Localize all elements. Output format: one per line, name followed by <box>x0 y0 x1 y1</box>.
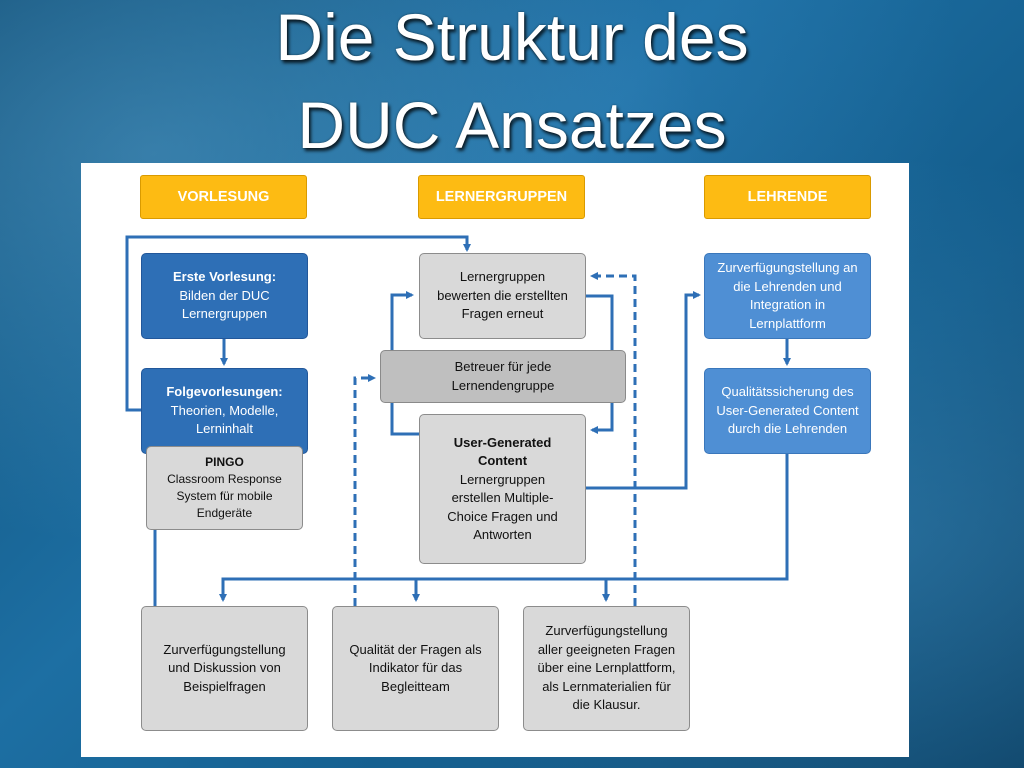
page-title-line-1: Die Struktur des <box>275 0 749 74</box>
box-ugc-text: Lernergruppen erstellen Multiple-Choice … <box>447 471 558 543</box>
box-erste-vorlesung: Erste Vorlesung: Bilden der DUC Lernergr… <box>141 253 308 339</box>
header-vorlesung: VORLESUNG <box>140 175 307 219</box>
dashed-arrow-lernplattform-to-bewerten <box>590 272 637 606</box>
box-lernergruppen-bewerten: Lernergruppen bewerten die erstellten Fr… <box>419 253 586 339</box>
box-qualitaetssicherung-text: Qualitätssicherung des User-Generated Co… <box>716 384 859 437</box>
box-erste-vorlesung-title: Erste Vorlesung: <box>172 269 277 285</box>
box-qualitaetssicherung: Qualitätssicherung des User-Generated Co… <box>704 368 871 454</box>
box-folgevorlesungen-text: Theorien, Modelle, Lerninhalt <box>170 402 279 437</box>
arrow-qs-distributor <box>219 452 789 602</box>
box-zurverfuegung-lehrende: Zurverfügungstellung an die Lehrenden un… <box>704 253 871 339</box>
box-pingo: PINGO Classroom Response System für mobi… <box>146 446 303 530</box>
box-qualitaet-fragen: Qualität der Fragen als Indikator für da… <box>332 606 499 731</box>
page-title-line-2: DUC Ansatzes <box>297 88 727 162</box>
header-lernergruppen: LERNERGRUPPEN <box>418 175 585 219</box>
box-lernplattform: Zurverfügungstellung aller geeigneten Fr… <box>523 606 690 731</box>
box-folgevorlesungen-title: Folgevorlesungen: <box>166 384 283 400</box>
box-folgevorlesungen: Folgevorlesungen: Theorien, Modelle, Ler… <box>141 368 308 454</box>
dashed-arrow-qualitaet-to-betreuer <box>353 374 376 606</box>
box-ugc-title: User-Generated Content <box>453 434 552 469</box>
box-erste-vorlesung-text: Bilden der DUC Lernergruppen <box>179 287 270 322</box>
box-qualitaet-fragen-text: Qualität der Fragen als Indikator für da… <box>349 641 482 694</box>
box-zurverfuegung-lehrende-text: Zurverfügungstellung an die Lehrenden un… <box>717 260 858 331</box>
box-pingo-text: Classroom Response System für mobile End… <box>167 472 282 520</box>
box-betreuer: Betreuer für jede Lernendengruppe <box>380 350 626 403</box>
box-lernergruppen-bewerten-text: Lernergruppen bewerten die erstellten Fr… <box>437 269 568 322</box>
box-user-generated-content: User-Generated Content Lernergruppen ers… <box>419 414 586 564</box>
box-diskussion-text: Zurverfügungstellung und Diskussion von … <box>163 641 286 694</box>
box-lernplattform-text: Zurverfügungstellung aller geeigneten Fr… <box>537 623 676 713</box>
box-pingo-title: PINGO <box>205 455 244 469</box>
header-lehrende: LEHRENDE <box>704 175 871 219</box>
box-betreuer-text: Betreuer für jede Lernendengruppe <box>451 359 555 393</box>
box-diskussion-beispielfragen: Zurverfügungstellung und Diskussion von … <box>141 606 308 731</box>
arrow-folge-to-bewerten <box>125 235 471 412</box>
